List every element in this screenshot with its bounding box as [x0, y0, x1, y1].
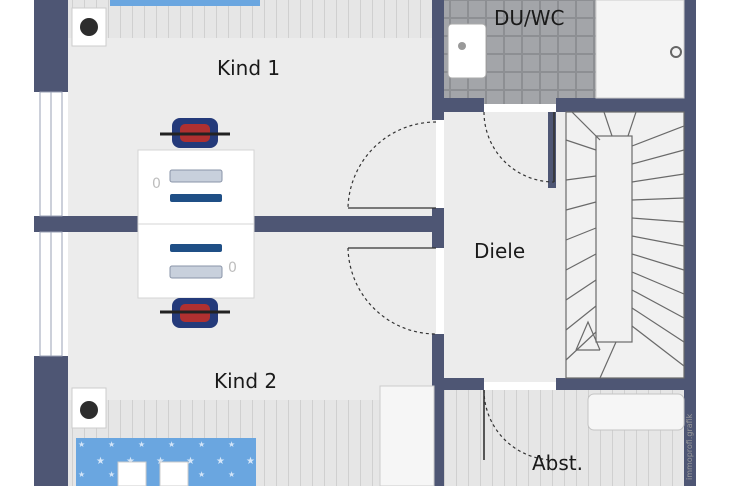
chair-bottom	[160, 298, 230, 328]
washbasin	[447, 23, 487, 79]
room-label-diele: Diele	[474, 239, 525, 263]
desk-group: 0 0	[137, 118, 255, 328]
bed-top	[110, 0, 260, 6]
room-label-kind2: Kind 2	[214, 369, 277, 393]
door-swings	[347, 111, 555, 461]
bedside-tables	[71, 7, 107, 429]
desk-label-bottom: 0	[228, 260, 237, 276]
room-label-abst: Abst.	[532, 451, 583, 475]
watermark: immoprofi.grafik	[685, 413, 694, 480]
room-label-duwc: DU/WC	[494, 6, 565, 30]
storage-box	[587, 393, 685, 431]
wardrobe	[379, 385, 435, 486]
chair-top	[160, 118, 230, 148]
top-wood-strip	[68, 0, 436, 38]
windows	[39, 0, 730, 486]
shower	[595, 0, 685, 99]
lamp-icon	[80, 18, 98, 36]
staircase	[565, 111, 685, 379]
beds	[76, 0, 260, 486]
bathroom-fixtures	[447, 0, 685, 99]
desk-label-top: 0	[152, 176, 161, 192]
lamp-icon	[80, 401, 98, 419]
room-label-kind1: Kind 1	[217, 56, 280, 80]
